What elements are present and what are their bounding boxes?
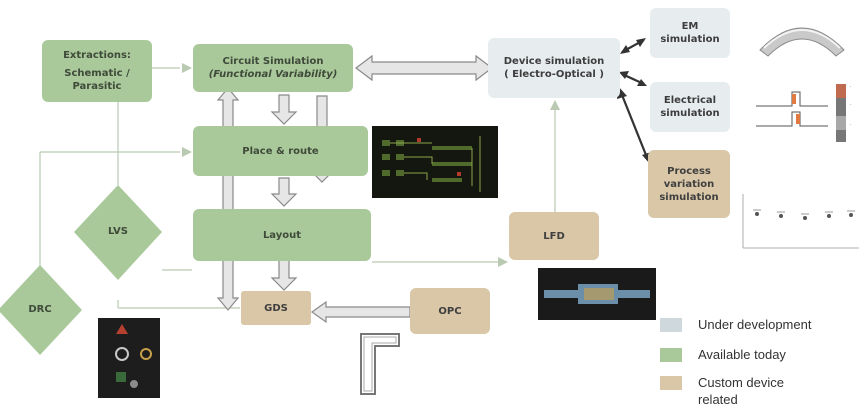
gds-label: GDS xyxy=(264,302,288,314)
circuit-simulation-box: Circuit Simulation (Functional Variabili… xyxy=(193,44,353,92)
device-simulation-box: Device simulation ( Electro-Optical ) xyxy=(488,38,620,98)
em-simulation-box: EM simulation xyxy=(650,8,730,58)
em-simulation-label-2: simulation xyxy=(660,34,720,45)
drc-thumbnail xyxy=(98,318,160,398)
legend-label-under-development: Under development xyxy=(698,317,812,332)
place-route-thumbnail xyxy=(372,126,498,198)
device-process-link xyxy=(618,89,650,161)
electrical-arrowhead-2 xyxy=(619,71,629,79)
legend-swatch-under-development xyxy=(660,318,682,332)
lfd-box: LFD xyxy=(509,212,599,260)
legend-label-available-today: Available today xyxy=(698,347,786,362)
arrowhead-lfd xyxy=(498,257,508,267)
lvs-diamond xyxy=(74,185,162,280)
opc-label: OPC xyxy=(438,305,462,317)
place-route-label: Place & route xyxy=(242,145,319,157)
electrical-simulation-label-2: simulation xyxy=(660,108,720,119)
legend-item-under-development: Under development xyxy=(660,316,828,333)
opc-to-gds-arrow xyxy=(310,300,411,324)
arrowhead-device xyxy=(550,100,560,110)
process-variation-box: Process variation simulation xyxy=(648,150,730,218)
extractions-label-3: Parasitic xyxy=(72,81,122,92)
process-variation-label-2: variation xyxy=(663,178,715,190)
legend-swatch-available-today xyxy=(660,348,682,362)
svg-text:·: · xyxy=(850,122,852,128)
lvs-label: LVS xyxy=(108,226,128,237)
em-sim-thumbnail xyxy=(759,27,845,57)
arrowhead-place xyxy=(182,147,192,157)
device-simulation-label: Device simulation xyxy=(503,56,605,67)
process-variation-label-3: simulation xyxy=(659,191,719,203)
place-route-box: Place & route xyxy=(193,126,368,176)
lfd-label: LFD xyxy=(543,230,565,242)
layout-box: Layout xyxy=(193,209,371,261)
drc-diamond xyxy=(0,265,82,355)
extractions-label-2: Schematic / xyxy=(64,68,130,79)
legend-item-available-today: Available today xyxy=(660,346,828,363)
circuit-simulation-sublabel: (Functional Variability) xyxy=(208,69,338,80)
device-simulation-sublabel: ( Electro-Optical ) xyxy=(504,69,604,80)
drc-label: DRC xyxy=(28,304,52,315)
svg-text:·: · xyxy=(850,102,852,108)
process-variation-thumbnail xyxy=(735,188,863,258)
electrical-sim-thumbnail: · · · xyxy=(756,84,852,142)
legend-item-custom-device: Custom device related xyxy=(660,374,818,408)
opc-box: OPC xyxy=(410,288,490,334)
circuit-simulation-label: Circuit Simulation xyxy=(222,56,324,67)
em-arrowhead-2 xyxy=(620,45,630,54)
place-to-layout-arrow xyxy=(270,177,298,207)
legend-swatch-custom-device xyxy=(660,376,682,390)
layout-label: Layout xyxy=(262,229,302,241)
circuit-device-double-arrow xyxy=(355,54,493,82)
lfd-thumbnail xyxy=(538,268,656,320)
electrical-simulation-box: Electrical simulation xyxy=(650,82,730,132)
electrical-simulation-label-1: Electrical xyxy=(663,95,717,106)
circuit-to-place-arrow xyxy=(270,94,298,125)
svg-text:·: · xyxy=(850,84,852,90)
electrical-arrowhead-1 xyxy=(637,79,647,86)
gds-box: GDS xyxy=(241,291,311,325)
process-variation-label-1: Process xyxy=(667,165,711,177)
opc-shape-thumbnail xyxy=(360,333,400,395)
em-simulation-label-1: EM xyxy=(681,21,699,32)
em-arrowhead-1 xyxy=(636,38,646,47)
arrowhead-circuit xyxy=(182,63,192,73)
left-vertical-double-arrow xyxy=(216,87,240,311)
extractions-label-1: Extractions: xyxy=(63,50,131,61)
extractions-box: Extractions: Schematic / Parasitic xyxy=(42,40,152,102)
legend-label-custom-device: Custom device related xyxy=(698,375,784,407)
